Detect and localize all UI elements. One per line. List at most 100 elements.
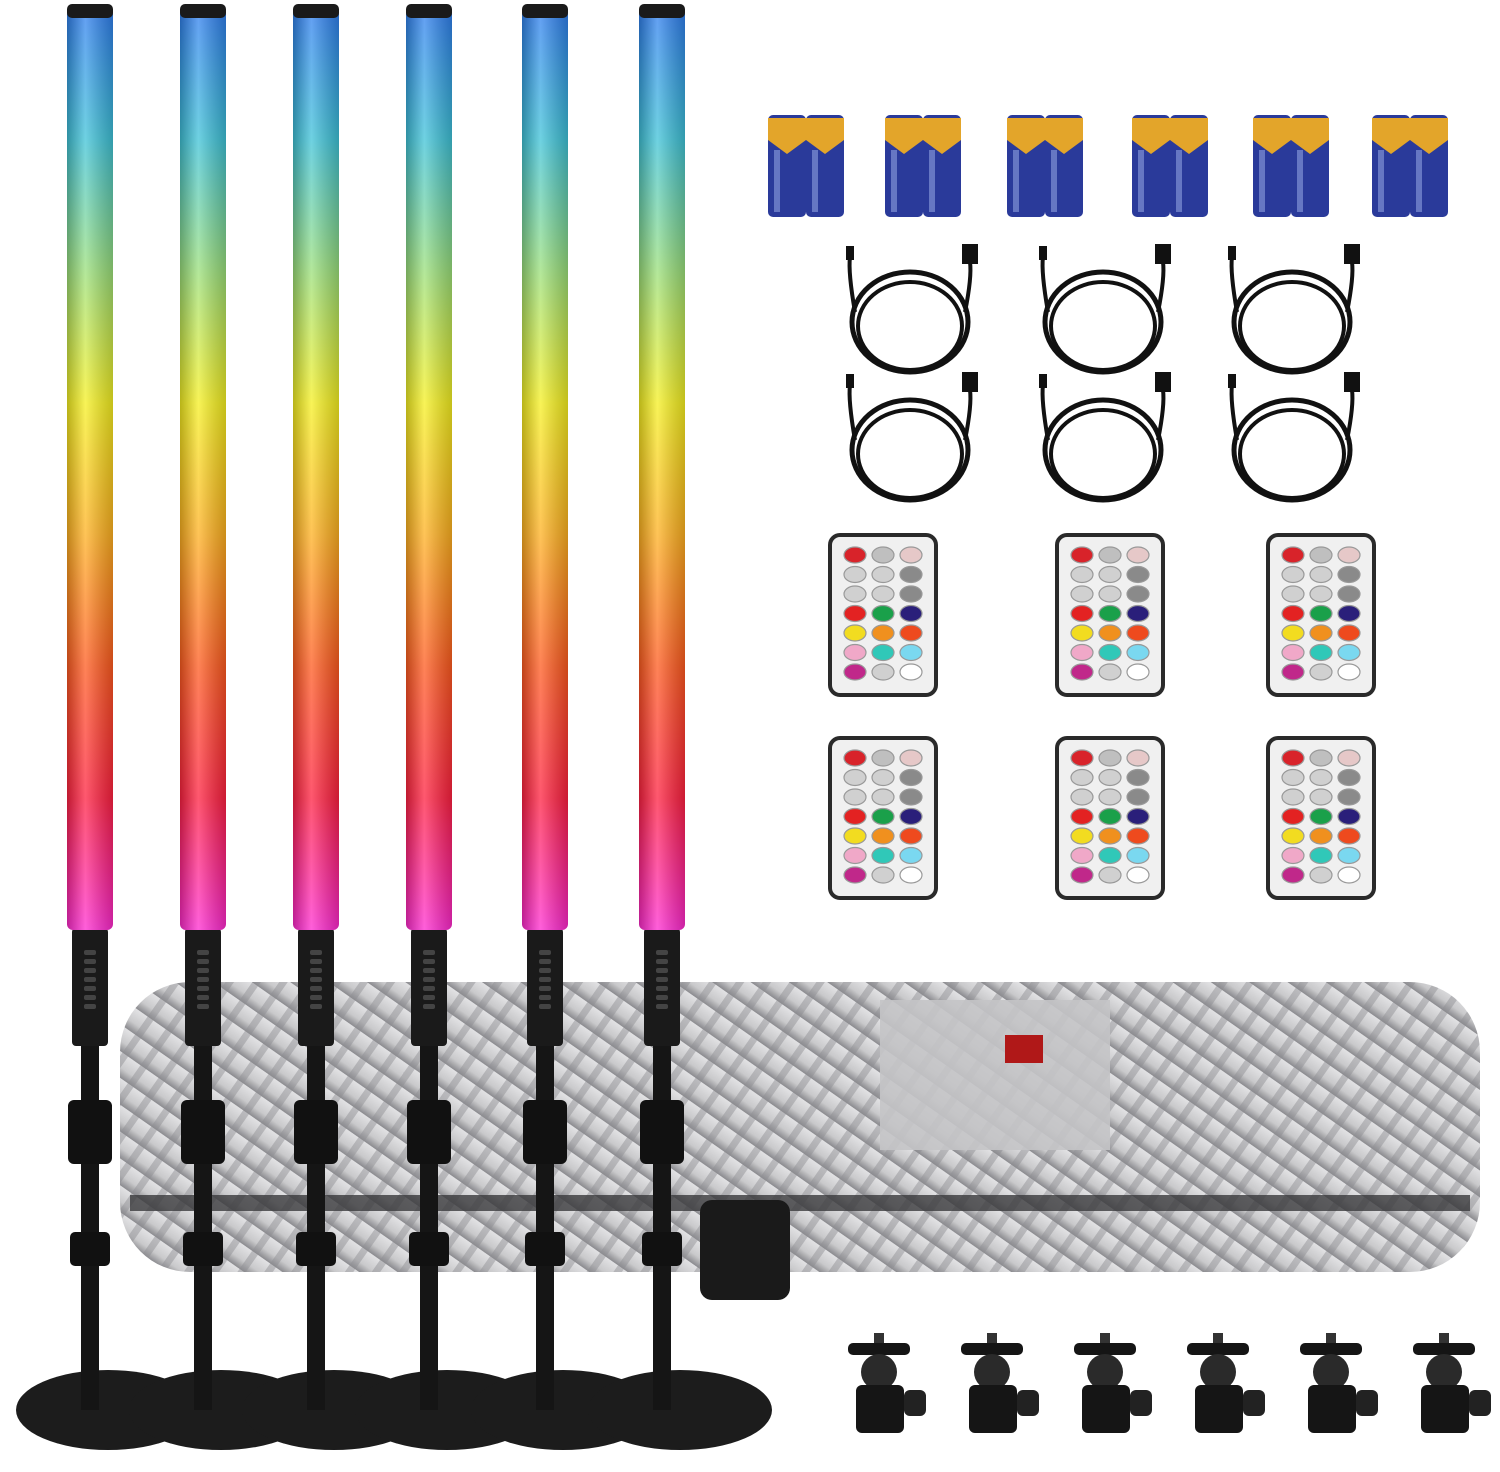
handle-grip: [539, 959, 551, 964]
handle-grip: [539, 986, 551, 991]
remote-button: [1281, 604, 1305, 623]
stand-clamp: [181, 1100, 225, 1164]
battery-highlight: [1013, 150, 1019, 212]
remote-button: [1126, 604, 1150, 623]
remote-button: [1070, 749, 1094, 767]
batteries: [768, 115, 1448, 217]
tube-end-cap: [293, 4, 339, 18]
cable-coil: [849, 397, 971, 503]
mount-knob: [1243, 1390, 1265, 1416]
remote-button: [871, 663, 895, 681]
handle-grip: [656, 977, 668, 982]
usb-a-plug-icon: [1344, 372, 1360, 392]
usb-cable-5: [1039, 372, 1171, 503]
mount-body: [969, 1385, 1017, 1433]
cable-coil: [856, 408, 964, 500]
remote-button: [1070, 565, 1094, 584]
mount-plate: [1074, 1343, 1136, 1355]
handle-grip: [197, 986, 209, 991]
handle-grip: [310, 968, 322, 973]
handle-grip: [84, 959, 96, 964]
tube-shade: [522, 8, 568, 930]
remote-button: [843, 604, 867, 623]
remote-button: [899, 663, 923, 681]
stand-clamp: [70, 1232, 110, 1266]
remote-button: [1070, 846, 1094, 865]
battery-highlight: [1051, 150, 1057, 212]
ball-head-mount-2: [961, 1333, 1039, 1433]
battery-pair-1: [768, 115, 844, 217]
remote-button: [1281, 788, 1305, 806]
remote-button: [871, 846, 895, 865]
ball-head-mount-4: [1187, 1333, 1265, 1433]
remote-button: [843, 866, 867, 884]
handle-grip: [84, 968, 96, 973]
handle-grip: [423, 1004, 435, 1009]
cable-lead: [1040, 256, 1050, 313]
handle-grip: [310, 950, 322, 955]
remote-button: [1281, 827, 1305, 845]
handle-grip: [197, 959, 209, 964]
stand-clamp: [640, 1100, 684, 1164]
handle-grip: [310, 995, 322, 1000]
handle-grip: [539, 1004, 551, 1009]
cable-lead: [1345, 389, 1355, 441]
stand-pole: [653, 1040, 671, 1410]
remote-button: [1126, 788, 1150, 806]
cable-lead: [1156, 261, 1166, 313]
remote-button: [1126, 768, 1150, 787]
remote-button: [1070, 663, 1094, 681]
cable-lead: [1345, 261, 1355, 313]
stand-clamp: [409, 1232, 449, 1266]
remote-button: [1098, 827, 1122, 845]
case-handle: [700, 1200, 790, 1300]
remote-button: [1070, 866, 1094, 884]
remote-button: [899, 565, 923, 584]
remote-button: [1126, 846, 1150, 865]
handle-grip: [656, 986, 668, 991]
mount-ball: [1426, 1354, 1462, 1390]
remote-button: [1281, 768, 1305, 787]
remote-button: [1098, 585, 1122, 603]
remote-control-6: [1266, 736, 1376, 900]
battery-cap: [1372, 118, 1410, 154]
remote-button: [1281, 663, 1305, 681]
remote-button: [843, 788, 867, 806]
remote-button: [1309, 749, 1333, 767]
remote-button: [1098, 768, 1122, 787]
remotes: [828, 533, 1376, 900]
battery-cap: [1170, 118, 1208, 154]
remote-button: [899, 624, 923, 642]
remote-button: [899, 827, 923, 845]
mount-ball: [974, 1354, 1010, 1390]
ball-heads: [848, 1333, 1491, 1433]
remote-button: [1337, 807, 1361, 826]
cable-coil: [856, 280, 964, 372]
usb-a-plug-icon: [962, 372, 978, 392]
remote-button: [1098, 788, 1122, 806]
remote-button: [1098, 546, 1122, 564]
remote-button: [1337, 788, 1361, 806]
battery-cap: [885, 118, 923, 154]
remote-button: [1098, 643, 1122, 662]
remote-button: [899, 585, 923, 603]
handle-grip: [197, 1004, 209, 1009]
micro-usb-plug-icon: [846, 374, 854, 388]
remote-button: [843, 768, 867, 787]
remote-button: [1281, 749, 1305, 767]
ball-head-mount-5: [1300, 1333, 1378, 1433]
battery-cap: [1132, 118, 1170, 154]
handle-grip: [84, 1004, 96, 1009]
mount-body: [1082, 1385, 1130, 1433]
cable-coil: [1049, 280, 1157, 372]
remote-button: [899, 866, 923, 884]
handle-grip: [310, 959, 322, 964]
battery-highlight: [891, 150, 897, 212]
remote-button: [1126, 866, 1150, 884]
handle-grip: [656, 968, 668, 973]
battery-highlight: [1297, 150, 1303, 212]
mount-knob: [1130, 1390, 1152, 1416]
tube-end-cap: [639, 4, 685, 18]
remote-button: [899, 807, 923, 826]
remote-button: [1126, 663, 1150, 681]
